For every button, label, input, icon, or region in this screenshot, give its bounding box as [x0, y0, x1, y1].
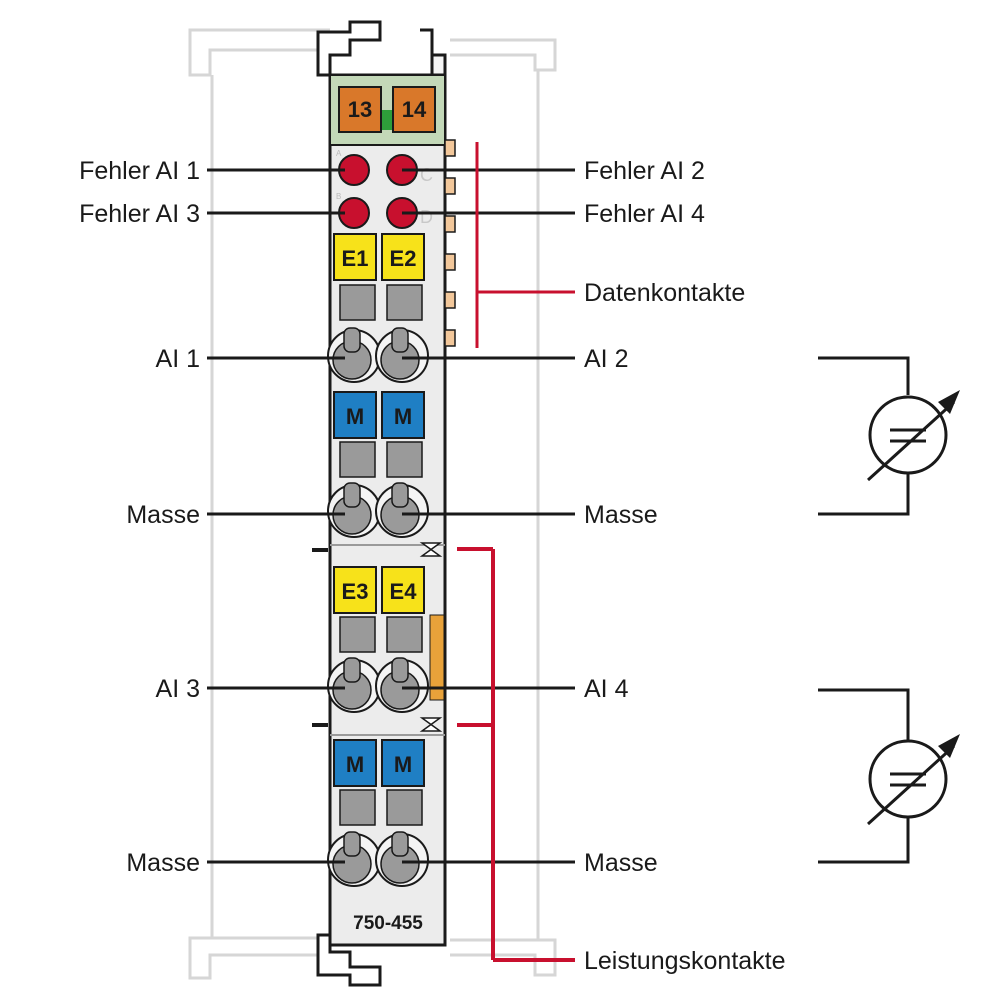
- label-m-2a-text: M: [346, 752, 364, 777]
- label-e2: [381, 233, 425, 281]
- ghost-letter-b: B: [336, 192, 341, 201]
- right-leader-lines: [402, 168, 575, 864]
- release-slot-2b: [386, 441, 423, 478]
- din-rail-outline: [188, 28, 557, 980]
- clamp-ai3: [327, 657, 381, 713]
- power-jumper: [429, 614, 445, 701]
- clamp-masse-2b: [375, 831, 429, 887]
- label-fehler-ai4: Fehler AI 4: [584, 200, 705, 228]
- label-m-2b: [381, 739, 425, 787]
- ghost-letter-d: D: [420, 207, 433, 227]
- rail-clip-top: [316, 20, 447, 77]
- datenkontakte-bracket: [475, 142, 575, 348]
- ghost-letter-c: C: [420, 165, 433, 185]
- label-masse-left-1: Masse: [126, 501, 200, 529]
- label-e3: [333, 566, 377, 614]
- terminal-14-label: 14: [402, 97, 427, 122]
- release-slot-3b: [386, 616, 423, 653]
- header-divider: [381, 110, 394, 130]
- power-contact-markers: [419, 542, 443, 732]
- label-m-1b: [381, 391, 425, 439]
- label-e1: [333, 233, 377, 281]
- label-e4: [381, 566, 425, 614]
- sensor-1-arrowhead: [938, 390, 960, 414]
- label-ai3: AI 3: [156, 675, 200, 703]
- current-sensor-1-icon: [818, 356, 956, 516]
- release-slot-3a: [339, 616, 376, 653]
- terminal-13-label: 13: [348, 97, 372, 122]
- label-m-2b-text: M: [394, 752, 412, 777]
- label-fehler-ai3: Fehler AI 3: [79, 200, 200, 228]
- label-masse-right-2: Masse: [584, 849, 658, 877]
- ghost-letter-a: A: [336, 149, 342, 158]
- label-m-1a-text: M: [346, 404, 364, 429]
- label-m-2a: [333, 739, 377, 787]
- left-leader-lines: [207, 168, 345, 864]
- label-e3-text: E3: [342, 579, 369, 604]
- data-contacts: [444, 139, 456, 347]
- label-masse-left-2: Masse: [126, 849, 200, 877]
- release-slot-4b: [386, 789, 423, 826]
- release-slot-4a: [339, 789, 376, 826]
- release-slot-1a: [339, 284, 376, 321]
- label-leistungskontakte: Leistungskontakte: [584, 947, 786, 975]
- label-masse-right-1: Masse: [584, 501, 658, 529]
- terminal-14: [392, 86, 436, 133]
- clamp-ai4: [375, 657, 429, 713]
- clamp-ai1: [327, 327, 381, 383]
- label-datenkontakte: Datenkontakte: [584, 279, 745, 307]
- sensor-2-arrowhead: [938, 734, 960, 758]
- release-slot-1b: [386, 284, 423, 321]
- label-fehler-ai1: Fehler AI 1: [79, 157, 200, 185]
- label-e2-text: E2: [390, 246, 417, 271]
- clamp-masse-2a: [327, 831, 381, 887]
- label-e4-text: E4: [390, 579, 418, 604]
- clamp-masse-1a: [327, 482, 381, 538]
- label-ai4: AI 4: [584, 675, 629, 703]
- release-slot-2a: [339, 441, 376, 478]
- label-ai1: AI 1: [156, 345, 200, 373]
- label-fehler-ai2: Fehler AI 2: [584, 157, 705, 185]
- label-ai2: AI 2: [584, 345, 628, 373]
- terminal-13: [338, 86, 382, 133]
- label-e1-text: E1: [342, 246, 369, 271]
- module-model-number: 750-455: [353, 913, 423, 934]
- label-m-1b-text: M: [394, 404, 412, 429]
- clamp-masse-1b: [375, 482, 429, 538]
- leistungskontakte-bracket: [457, 547, 575, 962]
- clamp-ai2: [375, 327, 429, 383]
- current-sensor-2-icon: [818, 688, 956, 864]
- label-m-1a: [333, 391, 377, 439]
